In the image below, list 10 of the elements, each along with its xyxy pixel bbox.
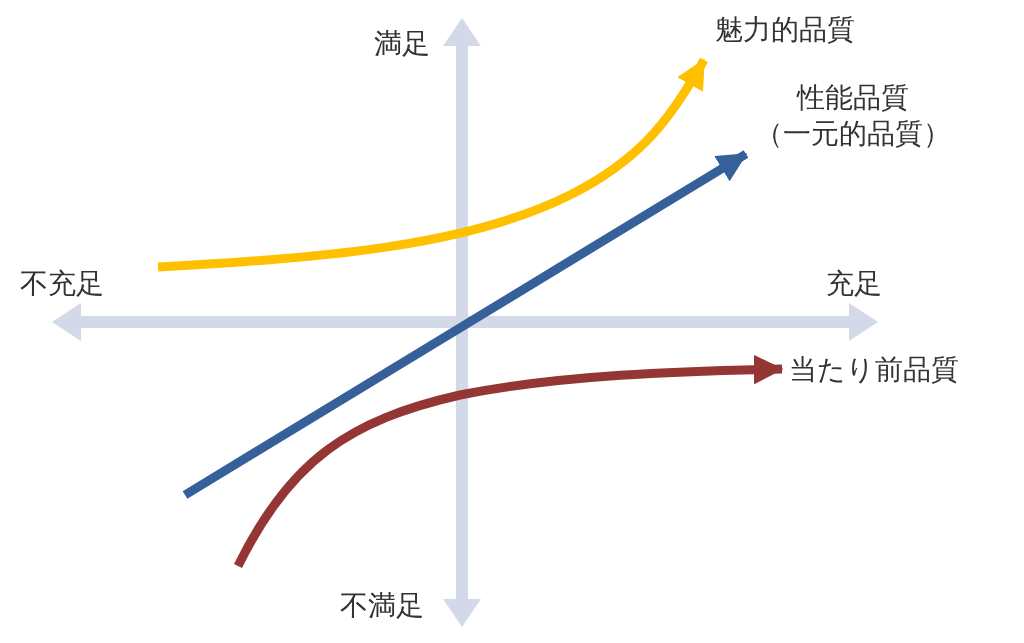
axis-label: 満足 — [374, 26, 430, 62]
curve-label: 魅力的品質 — [690, 12, 880, 58]
curve-label: 当たり前品質 — [784, 352, 964, 388]
curve-label: 性能品質（一元的品質） — [748, 80, 958, 156]
axis-label: 不満足 — [340, 588, 424, 624]
curve-arrow — [234, 354, 784, 569]
curve-arrow — [157, 57, 708, 272]
axis-label: 不充足 — [20, 266, 104, 302]
curve-arrow — [182, 150, 749, 499]
axis-label: 充足 — [826, 266, 882, 302]
